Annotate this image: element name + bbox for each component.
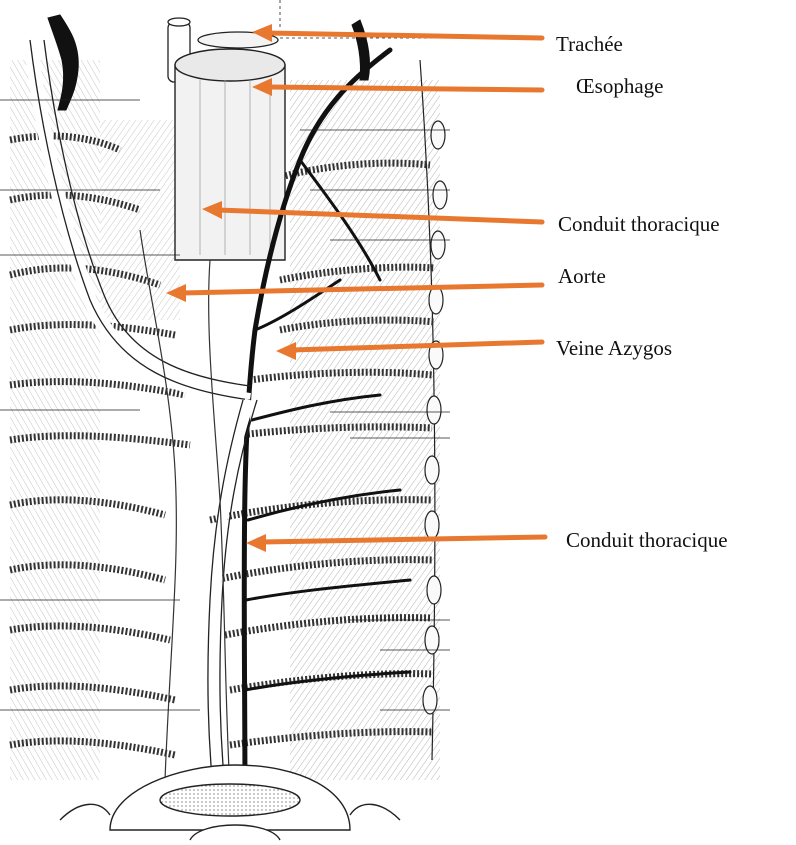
label-conduit-thoracique-upper: Conduit thoracique: [558, 214, 720, 235]
label-aorte: Aorte: [558, 266, 606, 287]
label-veine-azygos: Veine Azygos: [556, 338, 672, 359]
label-oesophage: Œsophage: [576, 76, 664, 97]
label-conduit-thoracique-lower: Conduit thoracique: [566, 530, 728, 551]
label-trachee: Trachée: [556, 34, 623, 55]
arrow-trachee: [252, 24, 542, 42]
